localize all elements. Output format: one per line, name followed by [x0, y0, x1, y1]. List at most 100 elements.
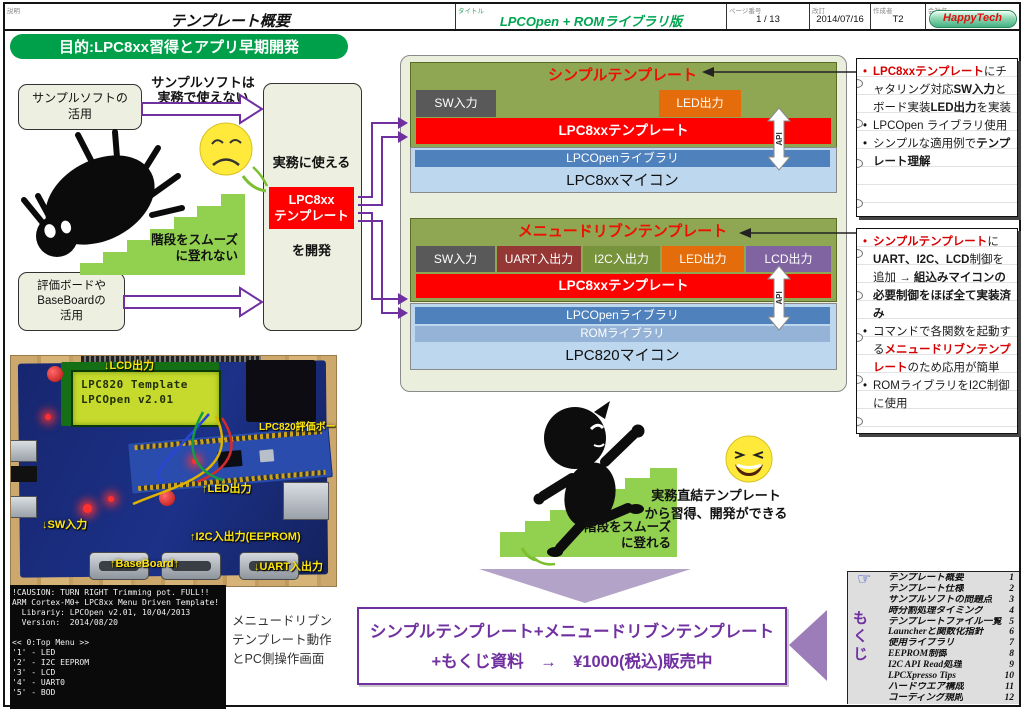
sd-module [246, 360, 316, 422]
led-output-label: ↑LED出力 [202, 483, 252, 495]
led-indicator [83, 504, 92, 513]
menu-rom-bar: ROMライブラリ [415, 326, 830, 342]
trimpot-knob [47, 366, 63, 382]
trimpot-knob [159, 490, 175, 506]
menu-template-bar: LPC8xxテンプレート [416, 274, 831, 298]
spiral-ring-icon [857, 199, 863, 208]
toc-label: もくじ [851, 610, 868, 664]
page-number-label: ページ番号 [729, 8, 762, 15]
note-menu-template: シンプルテンプレートにUART、I2C、LCD制御を追加 → 組込みマイコンの必… [856, 228, 1018, 434]
dsub-connector [161, 552, 221, 580]
sale-banner: シンプルテンプレート+メニュードリブンテンプレート +もくじ資料 → ¥1000… [357, 607, 787, 685]
toc-panel [847, 571, 1019, 704]
stairs-success-text: 階段をスムーズ に登れる [584, 520, 671, 550]
simple-template-title: シンプルテンプレート [547, 67, 698, 84]
author-value: T2 [892, 14, 904, 25]
success-message: 実務直結テンプレート から習得、開発ができる [644, 488, 788, 522]
pin-header [81, 356, 261, 362]
photo-caption: メニュードリブン テンプレート動作 とPC側操作画面 [232, 614, 333, 666]
uart-io-label: ↓UART入出力 [254, 561, 324, 573]
menu-mod-sw: SW入力 [416, 246, 495, 272]
sale-line-2: +もくじ資料 → ¥1000(税込)販売中 [431, 652, 713, 671]
menu-mcu-label: LPC820マイコン [565, 347, 680, 364]
dsub-connector [239, 552, 299, 580]
arrow1-caption: サンプルソフトは 実務で使えない [151, 75, 255, 105]
header-rev-cell: 改訂 2014/07/16 [810, 4, 871, 29]
sample-soft-box: サンプルソフトの 活用 [18, 84, 142, 130]
i2c-io-label: ↑I2C入出力(EEPROM) [190, 531, 301, 543]
usb-connector [11, 440, 37, 462]
led-indicator [108, 496, 114, 502]
mcu-chip [217, 449, 243, 469]
eval-board-label: LPC820評価ボード↓ [259, 422, 336, 433]
note1-bullet-2: LPCOpen ライブラリ使用 [861, 117, 1013, 135]
terminal-screen: !CAUSION: TURN RIGHT Trimming pot. FULL!… [10, 585, 226, 709]
develop-bottom-text: を開発 [291, 243, 331, 258]
revision-value: 2014/07/16 [816, 14, 864, 25]
note2-bullet-3: ROMライブラリをI2C制御に使用 [861, 377, 1013, 413]
sw-input-label: ↓SW入力 [42, 519, 88, 531]
power-jack [11, 466, 37, 482]
dsub-connector [89, 552, 149, 580]
stairs-fail-text: 階段をスムーズ に登れない [151, 233, 238, 263]
eval-board-box: 評価ボードや BaseBoardの 活用 [18, 272, 125, 331]
baseboard-label: ↑BaseBoard↑ [110, 558, 180, 570]
ethernet-connector [283, 482, 329, 520]
page-border [3, 2, 1021, 707]
page-title: テンプレート概要 [170, 13, 290, 30]
header-bar: 説明 テンプレート概要 タイトル LPCOpen + ROMライブラリ版 ページ… [5, 4, 1019, 31]
author-label: 作成者 [873, 8, 893, 15]
revision-label: 改訂 [812, 8, 825, 15]
simple-lpcopen-bar: LPCOpenライブラリ [415, 150, 830, 167]
note1-bullet-1: LPC8xxテンプレートにチャタリング対応SW入力とボード実装LED出力を実装 [861, 63, 1013, 117]
spiral-ring-icon [857, 417, 863, 426]
header-author-cell: 作成者 T2 [871, 4, 926, 29]
note-simple-template: LPC8xxテンプレートにチャタリング対応SW入力とボード実装LED出力を実装 … [856, 58, 1018, 217]
note1-bullet-3: シンプルな適用例でテンプレート理解 [861, 135, 1013, 171]
menu-mod-i2c: I2C入出力 [583, 246, 660, 272]
page-number-value: 1 / 13 [756, 14, 780, 25]
note2-bullet-1: シンプルテンプレートにUART、I2C、LCD制御を追加 → 組込みマイコンの必… [861, 233, 1013, 323]
doc-label: 説明 [7, 8, 20, 15]
usb-connector [11, 496, 37, 518]
led-indicator [45, 414, 51, 420]
company-logo: HappyTech [928, 10, 1017, 28]
develop-top-text: 実務に使える [272, 155, 351, 170]
note2-bullet-2: コマンドで各関数を起動するメニュードリブンテンプレートのため応用が簡単 [861, 323, 1013, 377]
lcd-output-label: ↓LCD出力 [104, 360, 155, 372]
purpose-badge: 目的:LPC8xx習得とアプリ早期開発 [10, 34, 348, 59]
lcd-screen: LPC820 Template LPCOpen v2.01 [71, 370, 221, 427]
simple-mod-led: LED出力 [659, 90, 741, 117]
pointing-hand-icon [857, 569, 871, 589]
simple-template-bar: LPC8xxテンプレート [416, 118, 831, 144]
header-page-cell: ページ番号 1 / 13 [727, 4, 810, 29]
menu-lpcopen-bar: LPCOpenライブラリ [415, 307, 830, 324]
header-doc-cell: 説明 テンプレート概要 [5, 4, 456, 30]
led-indicator [191, 457, 199, 465]
menu-mod-led: LED出力 [662, 246, 744, 272]
header-title-cell: タイトル LPCOpen + ROMライブラリ版 [456, 4, 727, 29]
menu-mod-lcd: LCD出力 [746, 246, 831, 272]
simple-mcu-label: LPC8xxマイコン [566, 172, 679, 189]
crystal [259, 449, 275, 463]
doc-subtitle: LPCOpen + ROMライブラリ版 [499, 14, 683, 29]
menu-template-title: メニュードリブンテンプレート [517, 223, 728, 240]
title-label: タイトル [458, 8, 484, 15]
menu-mod-uart: UART入出力 [497, 246, 581, 272]
board-photo: LPC820 Template LPCOpen v2.01 ↓LCD出力 LP [10, 355, 337, 587]
develop-red-box: LPC8xx テンプレート [269, 187, 354, 229]
